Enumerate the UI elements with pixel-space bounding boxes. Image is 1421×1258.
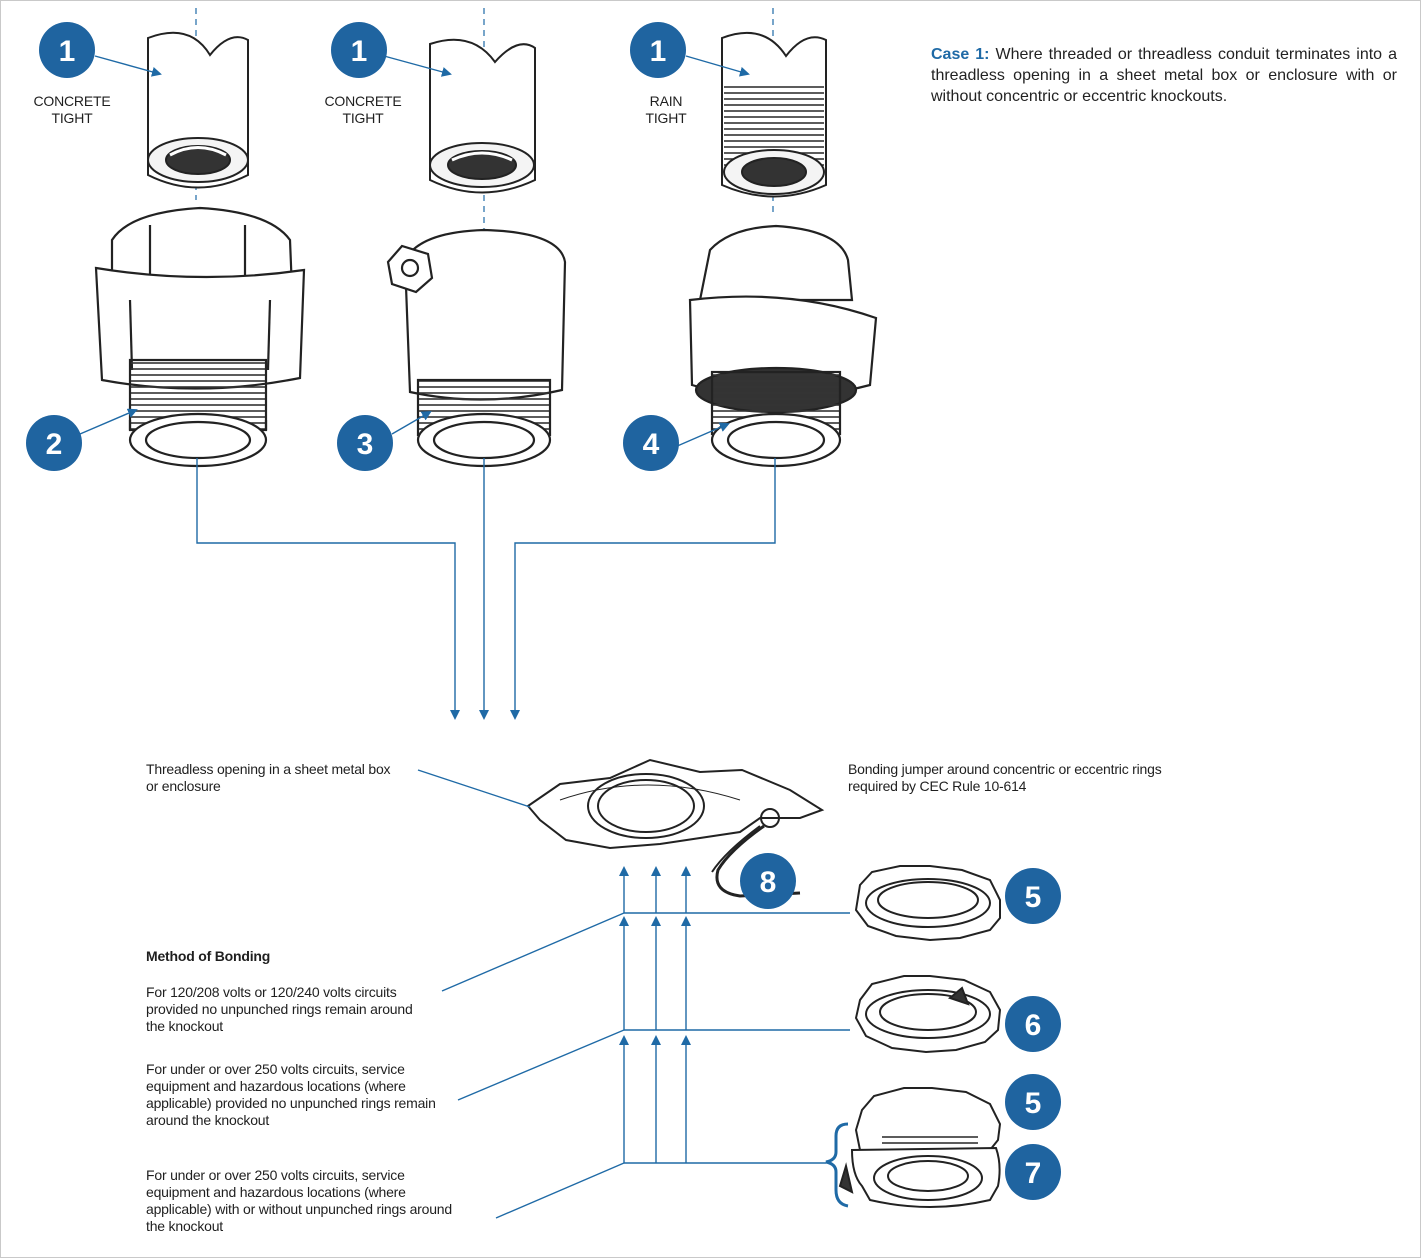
case-text: Where threaded or threadless conduit ter…: [931, 46, 1398, 105]
svg-text:6: 6: [1025, 1009, 1042, 1042]
case-description: Case 1: Where threaded or threadless con…: [931, 44, 1397, 107]
method-1: For 120/208 volts or 120/240 volts circu…: [146, 984, 466, 1035]
jumper-label-line1: Bonding jumper around concentric or ecce…: [848, 761, 1162, 777]
opening-label-line1: Threadless opening in a sheet metal box: [146, 761, 391, 777]
conduit-middle-drawing: [429, 38, 536, 194]
method-arrows: [441, 866, 850, 1219]
marker-1a: 1: [39, 22, 95, 78]
method-1-line: For 120/208 volts or 120/240 volts circu…: [146, 984, 397, 1000]
marker-5-top: 5: [1005, 868, 1061, 924]
marker-2: 2: [26, 415, 82, 471]
svg-text:8: 8: [760, 866, 777, 899]
marker-4: 4: [623, 415, 679, 471]
marker-7: 7: [1005, 1144, 1061, 1200]
svg-text:7: 7: [1025, 1157, 1042, 1190]
fitting-label-right-line2: TIGHT: [645, 110, 687, 126]
leader-lines: [79, 55, 750, 448]
method-2: For under or over 250 volts circuits, se…: [146, 1061, 476, 1129]
flow-lines: [196, 458, 776, 720]
fitting-label-right-line1: RAIN: [649, 93, 683, 109]
case-heading: Case 1:: [931, 46, 990, 63]
fitting-label-middle-line2: TIGHT: [342, 110, 384, 126]
marker-3: 3: [337, 415, 393, 471]
svg-text:5: 5: [1025, 881, 1042, 914]
jumper-label-line2: required by CEC Rule 10-614: [848, 778, 1027, 794]
method-3: For under or over 250 volts circuits, se…: [146, 1167, 496, 1235]
bonding-jumper-drawing: [711, 808, 801, 898]
jumper-label: Bonding jumper around concentric or ecce…: [848, 761, 1228, 795]
svg-text:5: 5: [1025, 1087, 1042, 1120]
opening-leader: [417, 769, 531, 808]
method-title: Method of Bonding: [146, 948, 271, 964]
grouping-brace: [825, 1122, 849, 1208]
fitting-label-left: CONCRETE TIGHT: [22, 93, 122, 127]
marker-1b: 1: [331, 22, 387, 78]
svg-text:1: 1: [650, 35, 667, 68]
fitting-label-left-line2: TIGHT: [51, 110, 93, 126]
svg-text:1: 1: [59, 35, 76, 68]
method-1-line: provided no unpunched rings remain aroun…: [146, 1001, 413, 1017]
method-3-line: For under or over 250 volts circuits, se…: [146, 1167, 405, 1183]
method-1-line: the knockout: [146, 1018, 223, 1034]
method-3-line: applicable) with or without unpunched ri…: [146, 1201, 452, 1217]
svg-text:2: 2: [46, 428, 63, 461]
marker-1c: 1: [630, 22, 686, 78]
connector-right-drawing: [688, 224, 878, 468]
svg-text:4: 4: [643, 428, 660, 461]
fitting-label-right: RAIN TIGHT: [616, 93, 716, 127]
fitting-label-middle-line1: CONCRETE: [324, 93, 402, 109]
method-2-line: applicable) provided no unpunched rings …: [146, 1095, 436, 1111]
locknut-top-drawing: [854, 865, 1001, 942]
marker-5-bottom: 5: [1005, 1074, 1061, 1130]
marker-6: 6: [1005, 996, 1061, 1052]
method-2-line: equipment and hazardous locations (where: [146, 1078, 406, 1094]
locknut-bushing-drawing: [838, 1087, 1002, 1208]
sheet-metal-opening-drawing: [526, 758, 825, 850]
method-2-line: around the knockout: [146, 1112, 270, 1128]
method-3-line: equipment and hazardous locations (where: [146, 1184, 406, 1200]
fitting-label-middle: CONCRETE TIGHT: [313, 93, 413, 127]
conduit-right-drawing: [721, 31, 827, 198]
connector-middle-drawing: [386, 228, 567, 468]
opening-label-line2: or enclosure: [146, 778, 221, 794]
method-3-line: the knockout: [146, 1218, 223, 1234]
conduit-left-drawing: [147, 31, 249, 189]
fitting-label-left-line1: CONCRETE: [33, 93, 111, 109]
method-2-line: For under or over 250 volts circuits, se…: [146, 1061, 405, 1077]
svg-text:1: 1: [351, 35, 368, 68]
bonding-locknut-drawing: [854, 975, 1002, 1054]
connector-left-drawing: [94, 206, 306, 468]
opening-label: Threadless opening in a sheet metal box …: [146, 761, 436, 795]
svg-text:3: 3: [357, 428, 374, 461]
marker-8: 8: [740, 853, 796, 909]
